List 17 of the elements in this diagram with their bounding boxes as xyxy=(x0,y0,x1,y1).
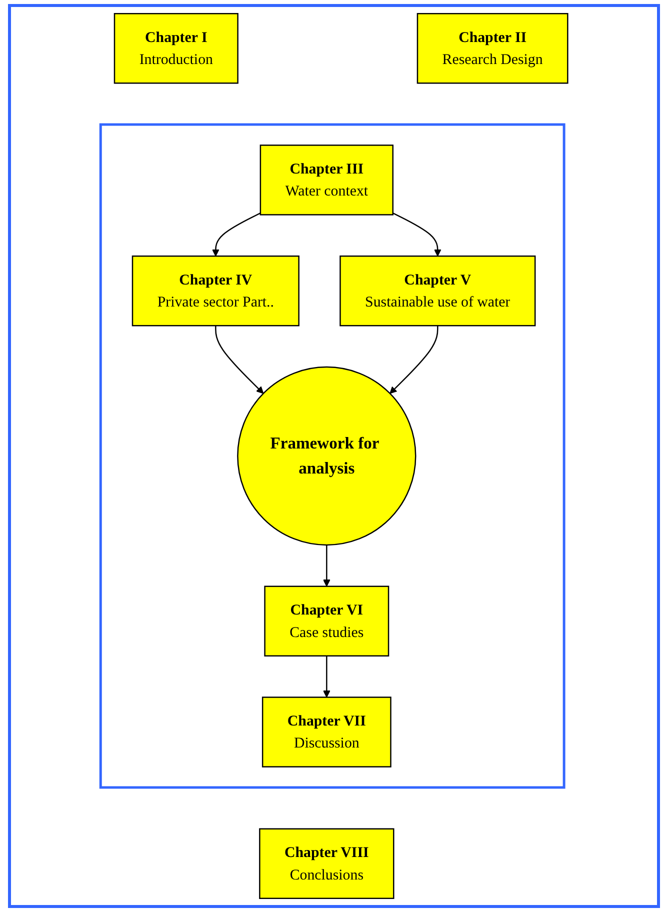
node-circle xyxy=(236,366,416,546)
node-box xyxy=(264,586,389,656)
arrow xyxy=(392,212,442,256)
node-box xyxy=(416,13,568,84)
arrow xyxy=(322,544,330,587)
node-box xyxy=(260,144,394,216)
arrow xyxy=(214,326,264,394)
node-box xyxy=(339,256,536,326)
node-box xyxy=(258,828,394,899)
arrow xyxy=(322,656,330,698)
outer-frame: Chapter I Introduction Chapter II Research Design Chapter III Water context Chapter IV Private sector Part.. Chapter V Sustainable use of water Framework for analysis Chapter VI Case studies Chapter VII Discussion Chapter VIII Conclusions xyxy=(8,4,660,908)
node-box xyxy=(262,696,392,768)
cluster xyxy=(99,123,566,789)
node-box xyxy=(132,256,300,326)
arrow xyxy=(389,326,438,394)
node-box xyxy=(114,13,238,84)
arrow xyxy=(212,212,261,256)
